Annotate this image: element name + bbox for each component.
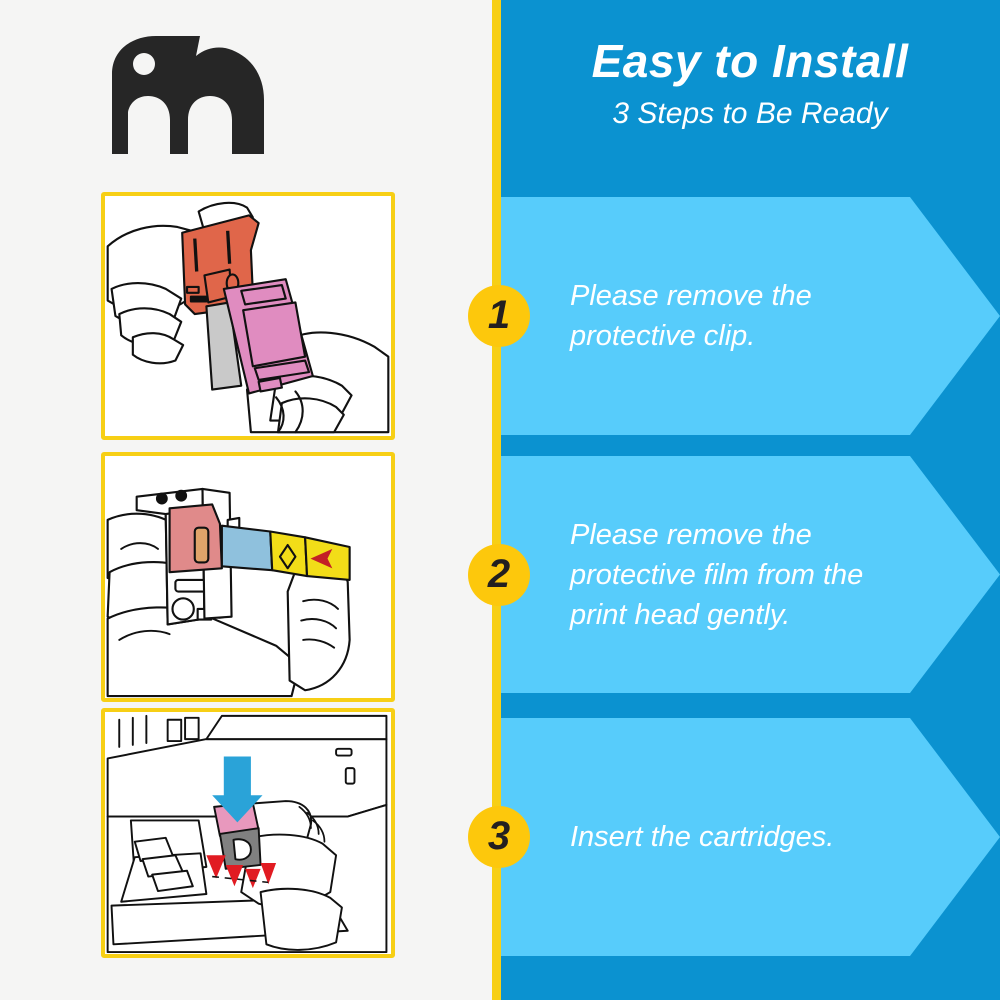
step-text-1: Please remove the protective clip. [570, 279, 812, 352]
step-number-badge-2: 2 [468, 543, 530, 606]
step-number-badge-3: 3 [468, 806, 530, 868]
illustration-panel-step-3 [101, 708, 395, 958]
instructions-panel: Easy to Install 3 Steps to Be Ready Plea… [500, 0, 1000, 1000]
header-block: Easy to Install 3 Steps to Be Ready [500, 36, 1000, 130]
step-number-3: 3 [487, 814, 511, 858]
elephant-logo [104, 28, 282, 160]
step-band-1: Please remove the protective clip. [500, 197, 1000, 435]
step-text-2: Please remove the protective film from t… [570, 518, 864, 631]
step-text-3: Insert the cartridges. [570, 820, 835, 853]
vertical-divider [492, 0, 501, 1000]
step-badge-wrap-1: 1 [468, 197, 530, 435]
step-number-badge-1: 1 [468, 285, 530, 347]
step-number-2: 2 [487, 551, 511, 596]
illustration-panel-step-1 [101, 192, 395, 440]
step-band-2: Please remove the protective film from t… [500, 456, 1000, 693]
illustration-panel-step-2 [101, 452, 395, 702]
page-subtitle: 3 Steps to Be Ready [612, 96, 888, 130]
step-badge-wrap-3: 3 [468, 718, 530, 956]
step-number-1: 1 [487, 293, 511, 337]
page-title: Easy to Install [591, 35, 909, 87]
insert-direction-arrow [212, 756, 263, 823]
step-badge-wrap-2: 2 [468, 456, 530, 693]
step-band-3: Insert the cartridges. [500, 718, 1000, 956]
